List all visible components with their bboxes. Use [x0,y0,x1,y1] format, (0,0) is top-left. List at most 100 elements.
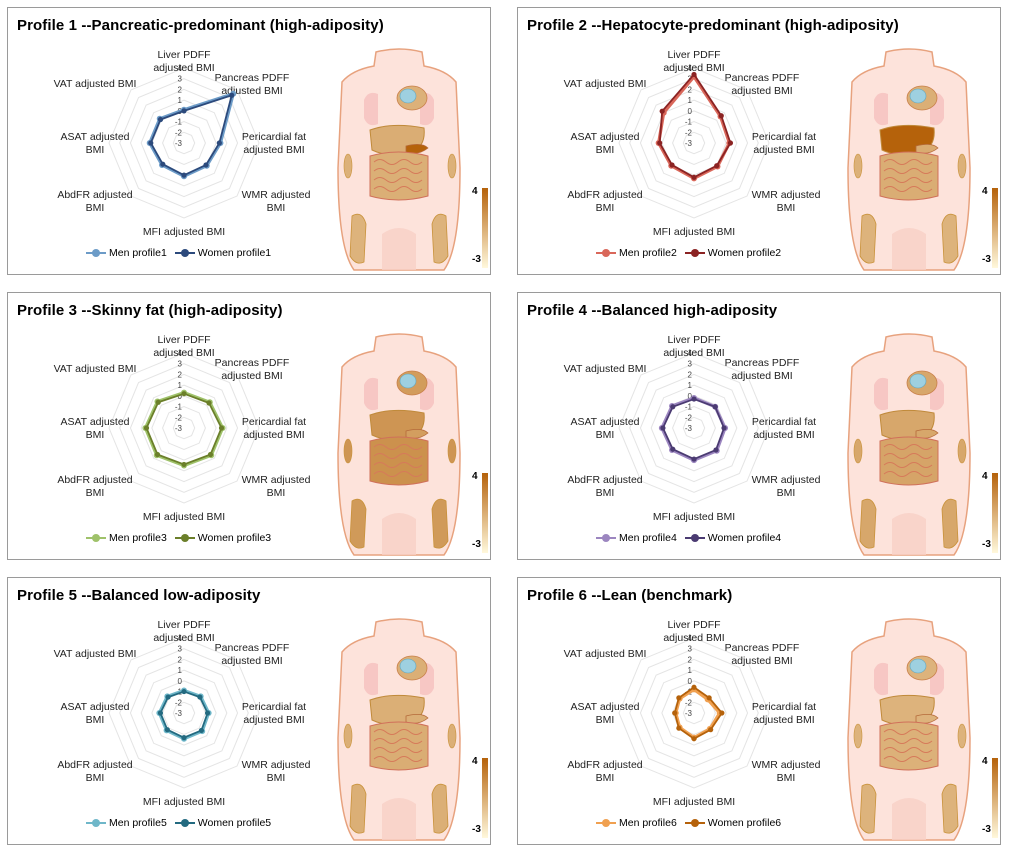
legend-marker-icon [86,533,106,543]
intestine-loop [373,462,423,468]
grid-ring [140,99,228,187]
heart-icon [399,88,417,104]
axis-label-line: VAT adjusted BMI [54,363,137,375]
profile-panel-1: Profile 1 --Pancreatic-predominant (high… [7,7,491,275]
grid-ring [650,384,738,472]
legend-label: Women profile6 [707,817,782,829]
tick-label: 1 [688,666,693,675]
color-scale-max: 4 [982,471,988,482]
series-point [229,92,235,98]
tick-label: 3 [688,645,693,654]
series-point [164,727,170,733]
thigh-muscle-right [431,498,449,549]
color-scale-gradient [482,188,488,268]
grid-ring [639,373,749,483]
grid-ring [151,395,217,461]
tick-label: -2 [685,698,693,707]
series-point [657,140,663,146]
axis-label: VAT adjusted BMI [54,78,137,90]
axis-label-line: adjusted BMI [221,85,282,97]
series-point [181,688,187,695]
series-point [691,736,697,742]
axis-label-line: MFI adjusted BMI [653,226,735,238]
color-scale-min: -3 [472,824,481,835]
series-point [676,695,682,701]
body-figure [847,618,971,841]
axis-label-line: BMI [86,487,105,499]
asat-depot-right [957,723,967,749]
body-figure [337,48,461,271]
legend-marker-icon [174,533,195,543]
axis-label-line: WMR adjusted [752,759,821,771]
series-point [160,161,166,167]
tick-label: 2 [688,655,693,664]
legend-marker-icon [684,818,705,828]
tick-label: -3 [175,424,183,433]
tick-label: -2 [175,128,183,137]
legend-item: Men profile1 [86,247,167,259]
axis-label-line: adjusted BMI [731,655,792,667]
profile-panel-2: Profile 2 --Hepatocyte-predominant (high… [517,7,1001,275]
axis-label-line: adjusted BMI [753,429,814,441]
color-scale-bar [992,758,998,838]
series-point [203,162,209,168]
axis-label-line: WMR adjusted [752,474,821,486]
series-point [672,710,678,716]
color-scale-max: 4 [982,186,988,197]
grid-ring [639,88,749,198]
intestine-loop [883,738,933,744]
tick-label: 1 [178,666,183,675]
intestine-loop [883,159,933,165]
axis-label-line: VAT adjusted BMI [564,648,647,660]
intestine-loop [883,177,933,183]
axis-label-line: AbdFR adjusted [57,474,132,486]
legend-label: Women profile1 [197,247,272,259]
axis-label-line: Liver PDFF [157,49,210,61]
lung-left [874,377,888,411]
color-scale-max: 4 [472,756,478,767]
series-point [143,425,150,431]
axis-label-line: BMI [267,487,286,499]
legend-marker-icon [684,533,705,543]
axis-label-line: VAT adjusted BMI [54,78,137,90]
lung-left [874,662,888,696]
grid-ring [639,658,749,768]
tick-label: -3 [175,709,183,718]
series-point [181,172,187,178]
series-point [714,163,720,169]
axis-label: MFI adjusted BMI [143,226,225,238]
legend-label: Women profile4 [707,532,782,544]
tick-label: -1 [175,403,183,412]
asat-depot-left [853,723,863,749]
grid-ring [172,131,196,155]
axis-label-line: ASAT adjusted [60,416,129,428]
intestine-loop [883,747,933,753]
axis-label-line: BMI [86,772,105,784]
legend-item: Women profile6 [684,817,782,829]
series-point [669,162,675,168]
chart-legend: Men profile1 Women profile1 [86,247,279,261]
series-point [719,710,725,716]
heart-icon [399,373,417,389]
axis-label-line: adjusted BMI [731,85,792,97]
color-scale-bar [992,473,998,553]
grid-ring [650,99,738,187]
grid-ring [682,701,706,725]
series-point [659,108,665,114]
tick-label: 3 [178,645,183,654]
